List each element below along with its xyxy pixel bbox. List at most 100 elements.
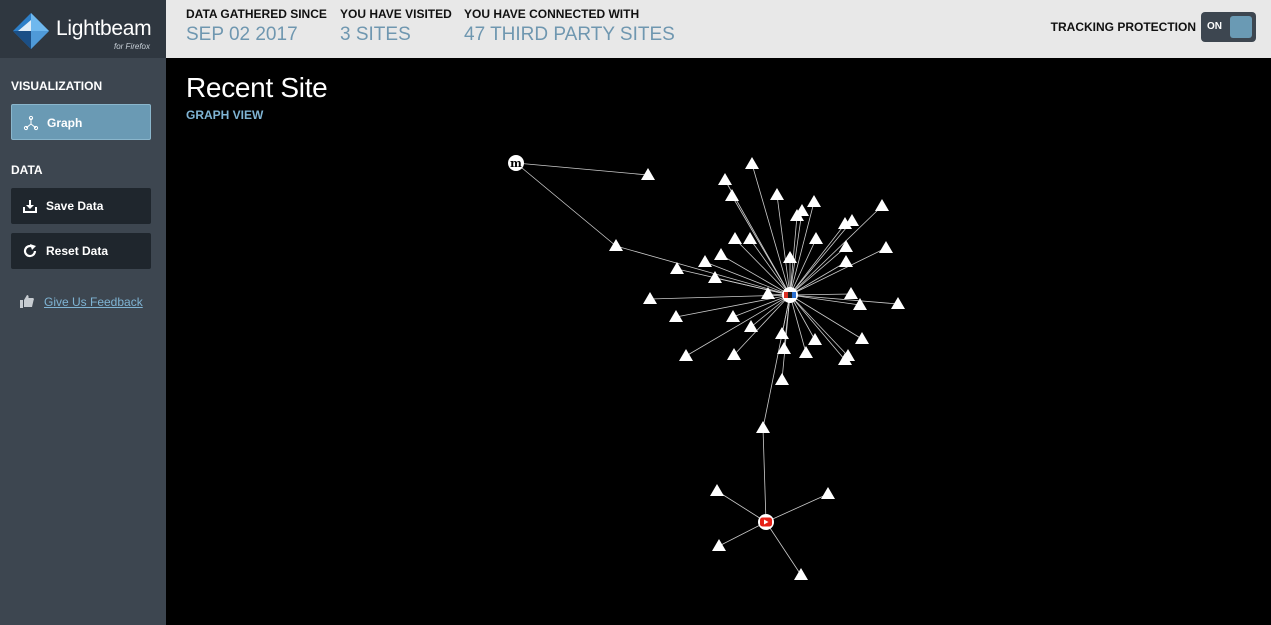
third-party-node[interactable] — [795, 204, 809, 216]
third-party-node[interactable] — [712, 539, 726, 551]
download-icon — [23, 200, 37, 213]
connection-edge — [789, 294, 846, 361]
gathered-label: DATA GATHERED SINCE — [186, 7, 327, 21]
connection-edge — [685, 294, 791, 357]
thumbs-up-icon — [20, 295, 34, 308]
header-bar: DATA GATHERED SINCE SEP 02 2017 YOU HAVE… — [166, 0, 1271, 58]
third-party-node[interactable] — [775, 373, 789, 385]
connection-edge — [789, 223, 846, 296]
third-party-node[interactable] — [727, 348, 741, 360]
third-party-node[interactable] — [756, 421, 770, 433]
connection-graph[interactable]: m — [166, 58, 1271, 625]
third-party-node[interactable] — [875, 199, 889, 211]
third-party-node[interactable] — [770, 188, 784, 200]
third-party-node[interactable] — [761, 287, 775, 299]
third-party-node[interactable] — [643, 292, 657, 304]
connection-edge — [789, 215, 798, 296]
third-party-node[interactable] — [839, 240, 853, 252]
graph-button-label: Graph — [47, 116, 83, 130]
third-party-node[interactable] — [844, 287, 858, 299]
visited-site-m-node[interactable]: m — [508, 155, 524, 171]
connection-edge — [789, 294, 816, 341]
connection-edge — [765, 521, 802, 576]
connection-edge — [789, 205, 883, 296]
third-party-node[interactable] — [821, 487, 835, 499]
connection-edge — [789, 294, 899, 305]
third-party-node[interactable] — [698, 255, 712, 267]
connection-edge — [762, 427, 767, 523]
lightbeam-logo-icon — [13, 13, 49, 49]
third-party-node[interactable] — [710, 484, 724, 496]
connection-edge — [749, 238, 791, 296]
page-title: Recent Site — [186, 72, 328, 103]
app-subtitle: for Firefox — [114, 42, 151, 51]
connection-edge — [750, 294, 791, 328]
connection-edge — [789, 294, 863, 340]
third-party-node[interactable] — [853, 298, 867, 310]
third-party-node[interactable] — [725, 189, 739, 201]
third-party-node[interactable] — [775, 327, 789, 339]
third-party-node[interactable] — [809, 232, 823, 244]
connection-edge — [789, 294, 807, 354]
third-party-node[interactable] — [891, 297, 905, 309]
tracking-protection-label: TRACKING PROTECTION — [1050, 20, 1196, 34]
reset-data-button[interactable]: Reset Data — [11, 233, 151, 269]
connection-edge — [776, 194, 791, 296]
third-party-node[interactable] — [807, 195, 821, 207]
connection-edge — [762, 294, 791, 429]
connected-value: 47 THIRD PARTY SITES — [464, 24, 675, 45]
feedback-link-label[interactable]: Give Us Feedback — [44, 295, 143, 309]
third-party-node[interactable] — [669, 310, 683, 322]
third-party-node[interactable] — [728, 232, 742, 244]
third-party-node[interactable] — [714, 248, 728, 260]
logo: Lightbeam for Firefox — [0, 0, 166, 58]
connection-edge — [733, 294, 791, 356]
youtube-icon[interactable] — [758, 514, 774, 530]
graph-button[interactable]: Graph — [11, 104, 151, 140]
third-party-node[interactable] — [879, 241, 893, 253]
connection-edge — [751, 163, 791, 296]
third-party-node[interactable] — [745, 157, 759, 169]
connection-edge — [789, 294, 861, 306]
connection-edge — [789, 294, 849, 357]
sidebar: Lightbeam for Firefox VISUALIZATION Grap… — [0, 0, 166, 625]
third-party-node[interactable] — [641, 168, 655, 180]
toggle-state-label: ON — [1207, 21, 1222, 32]
connection-edge — [615, 245, 791, 296]
connection-edge — [789, 247, 887, 296]
connection-edge — [515, 162, 617, 247]
third-party-node[interactable] — [808, 333, 822, 345]
graph-icon — [23, 115, 39, 131]
third-party-node[interactable] — [670, 262, 684, 274]
third-party-node[interactable] — [855, 332, 869, 344]
third-party-node[interactable] — [839, 255, 853, 267]
refresh-icon — [23, 244, 37, 258]
third-party-node[interactable] — [744, 320, 758, 332]
third-party-node[interactable] — [708, 271, 722, 283]
connection-edge — [714, 277, 791, 296]
third-party-node[interactable] — [777, 342, 791, 354]
third-party-node[interactable] — [726, 310, 740, 322]
tracking-protection-toggle[interactable]: ON — [1201, 12, 1256, 42]
connection-edge — [716, 490, 767, 523]
connection-edge — [720, 254, 791, 296]
connection-edge — [765, 493, 829, 523]
app-name: Lightbeam — [56, 17, 152, 40]
connection-edge — [789, 201, 815, 296]
third-party-node[interactable] — [845, 214, 859, 226]
toggle-knob — [1230, 16, 1252, 38]
third-party-node[interactable] — [794, 568, 808, 580]
connection-edge — [789, 293, 852, 296]
save-data-button[interactable]: Save Data — [11, 188, 151, 224]
third-party-node[interactable] — [838, 353, 852, 365]
gathered-value: SEP 02 2017 — [186, 24, 298, 45]
third-party-node[interactable] — [609, 239, 623, 251]
third-party-node[interactable] — [783, 251, 797, 263]
third-party-node[interactable] — [799, 346, 813, 358]
third-party-node[interactable] — [679, 349, 693, 361]
visited-site-hub-node[interactable] — [782, 287, 798, 303]
third-party-node[interactable] — [718, 173, 732, 185]
save-data-label: Save Data — [46, 199, 104, 213]
third-party-node[interactable] — [743, 232, 757, 244]
visited-label: YOU HAVE VISITED — [340, 7, 452, 21]
